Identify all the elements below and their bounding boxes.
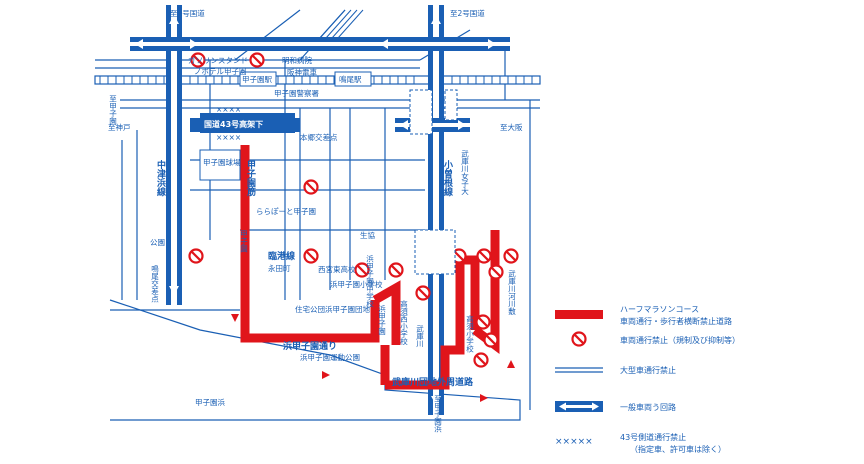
label-koshienhama: 甲子園浜 [195, 397, 225, 407]
detour-arrows [135, 15, 496, 405]
legend-arrow-left [559, 402, 566, 411]
label-park2: 浜甲子園運動公園 [300, 352, 360, 362]
label-joshidai: 武庫川女子大 [460, 149, 469, 197]
label-riverbank: 武庫川河川敷 [507, 269, 516, 317]
label-gas-station: ガソリンスタンド [188, 55, 248, 65]
label-hamakoshien-dori: 浜甲子園通り [283, 340, 337, 352]
label-to-kobe: 至神戸 [108, 122, 131, 132]
label-kuko-line: 臨港線 [268, 250, 295, 262]
stop-marker [483, 332, 499, 348]
label-school3: 浜甲子園中学校 [365, 254, 374, 309]
railway [94, 9, 541, 85]
label-naruo-station: 鳴尾駅 [339, 74, 362, 84]
legend-swatch-course [555, 310, 603, 319]
stop-marker [188, 248, 204, 264]
label-school4: 高須西小学校 [399, 299, 408, 347]
label-hanshin: 阪神電車 [287, 67, 317, 77]
label-takasu: 高須小学校 [465, 314, 474, 354]
legend-swatch-stop [571, 331, 587, 347]
label-omiya: 小曽根線 [442, 159, 454, 197]
stop-marker [249, 52, 265, 68]
legend-swatch-crosses: ××××× [555, 437, 593, 447]
label-mukogawa-danchi: 武庫川団地外周道路 [392, 376, 474, 388]
label-to-osaka: 至大阪 [500, 122, 523, 132]
stop-marker [476, 248, 492, 264]
label-route2-left: 至2号国道 [170, 8, 205, 18]
legend-arrow-shaft [566, 405, 592, 408]
stations [199, 71, 458, 275]
label-koshien-suji: 甲子園筋 [245, 160, 257, 197]
stop-marker [415, 285, 431, 301]
label-seiwa: 生協 [360, 230, 375, 240]
label-hamakoshien: 浜甲子園 [377, 304, 386, 337]
label-route2-right: 至2号国道 [450, 8, 485, 18]
label-hospital: 明和病院 [282, 55, 312, 65]
label-route43-left: 至甲子園 [108, 95, 117, 127]
label-hotel: ノボテル甲子園 [194, 67, 247, 76]
label-crosses-b: ×××× [216, 133, 241, 142]
label-housing: 住宅公団浜甲子園団地 [295, 304, 370, 314]
label-nagata: 永田町 [268, 263, 291, 273]
legend-sub-5: （指定車、許可車は除く） [630, 444, 726, 454]
label-stadium: 甲子園球場 [203, 157, 241, 167]
stop-marker [303, 179, 319, 195]
legend-label-2: 車両通行禁止（規制及び抑制等） [620, 335, 740, 345]
label-lalaport: ららぽーと甲子園 [256, 207, 316, 216]
label-school1: 西宮東高校 [318, 264, 356, 274]
legend-arrow-right [592, 402, 599, 411]
label-crosses-a: ×××× [216, 105, 241, 114]
legend-label-4: 一般車両う回路 [620, 402, 676, 412]
label-koshien-station: 甲子園駅 [242, 75, 272, 84]
stop-marker [503, 248, 519, 264]
label-koshien-minami: 甲子園 [239, 230, 248, 254]
label-school2: 浜甲子園小学校 [330, 279, 383, 289]
label-to-south: 至甲子園浜 [433, 395, 442, 434]
legend-label-5: 43号側道通行禁止 [620, 432, 686, 442]
label-left-cross: 鳴尾交差点 [150, 264, 159, 304]
stop-marker [488, 264, 504, 280]
stop-marker [303, 248, 319, 264]
label-honmachi: 本郷交差点 [300, 132, 338, 142]
label-police: 甲子園警察署 [274, 88, 319, 98]
legend-label-3: 大型車通行禁止 [620, 365, 676, 375]
label-park: 公園 [150, 238, 165, 247]
label-mukogawa: 武庫川 [415, 324, 424, 348]
stop-marker [473, 352, 489, 368]
course-arrows [231, 314, 515, 402]
map-area: 至2号国道 至2号国道 ガソリンスタンド ノボテル甲子園 明和病院 阪神電車 甲… [94, 5, 541, 434]
legend-label-1: ハーフマラソンコース [620, 305, 699, 314]
stop-marker [388, 262, 404, 278]
legend-sub-1: 車両通行・歩行者横断禁止道路 [620, 316, 732, 326]
route43-box [200, 113, 295, 133]
label-nakatsuhama: 中津浜線 [155, 159, 166, 197]
legend: ハーフマラソンコース 車両通行・歩行者横断禁止道路 車両通行禁止（規制及び抑制等… [555, 305, 740, 454]
label-route43: 国道43号高架下 [204, 119, 263, 129]
stop-marker [475, 314, 491, 330]
